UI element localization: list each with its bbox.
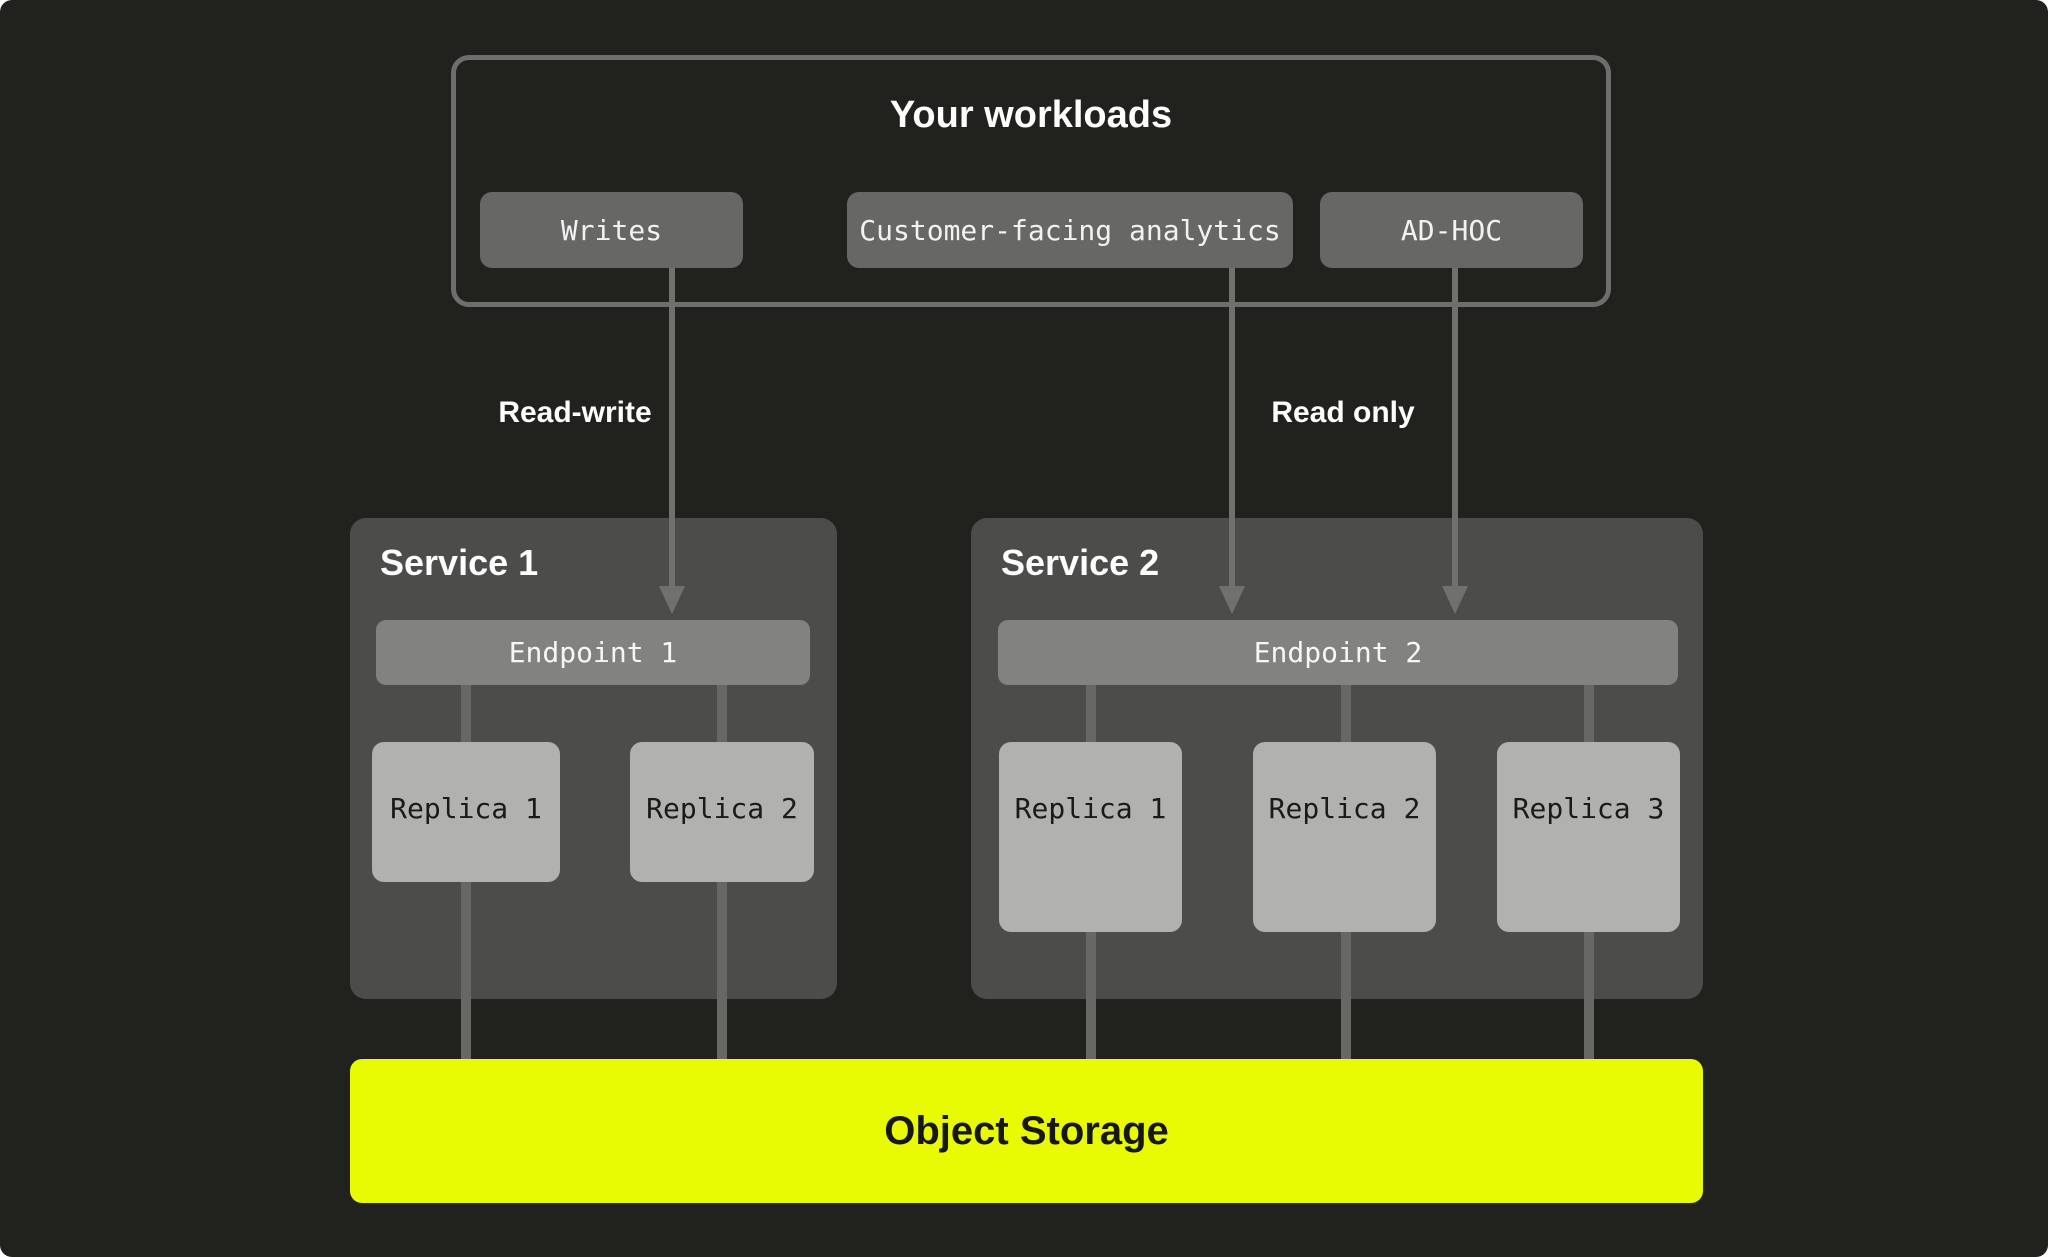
service-1-replica-1: Replica 1	[372, 742, 560, 882]
service-2-replica-2: Replica 2	[1253, 742, 1436, 932]
workload-node-writes: Writes	[480, 192, 743, 268]
workloads-title: Your workloads	[889, 94, 1173, 136]
read-write-label: Read-write	[498, 396, 652, 429]
workloads-container	[451, 55, 1611, 307]
service-1-title: Service 1	[380, 542, 539, 583]
service-2-replica-1: Replica 1	[999, 742, 1182, 932]
service-2-replica-3: Replica 3	[1497, 742, 1680, 932]
workload-node-customer-facing-analytics: Customer-facing analytics	[847, 192, 1293, 268]
service-2-title: Service 2	[1001, 542, 1160, 583]
endpoint-2-bar: Endpoint 2	[998, 620, 1678, 685]
object-storage-bar: Object Storage	[350, 1059, 1703, 1203]
read-only-label: Read only	[1271, 396, 1415, 429]
endpoint-1-bar: Endpoint 1	[376, 620, 810, 685]
service-1-replica-2: Replica 2	[630, 742, 814, 882]
workload-node-ad-hoc: AD-HOC	[1320, 192, 1583, 268]
object-storage-label: Object Storage	[884, 1108, 1169, 1153]
